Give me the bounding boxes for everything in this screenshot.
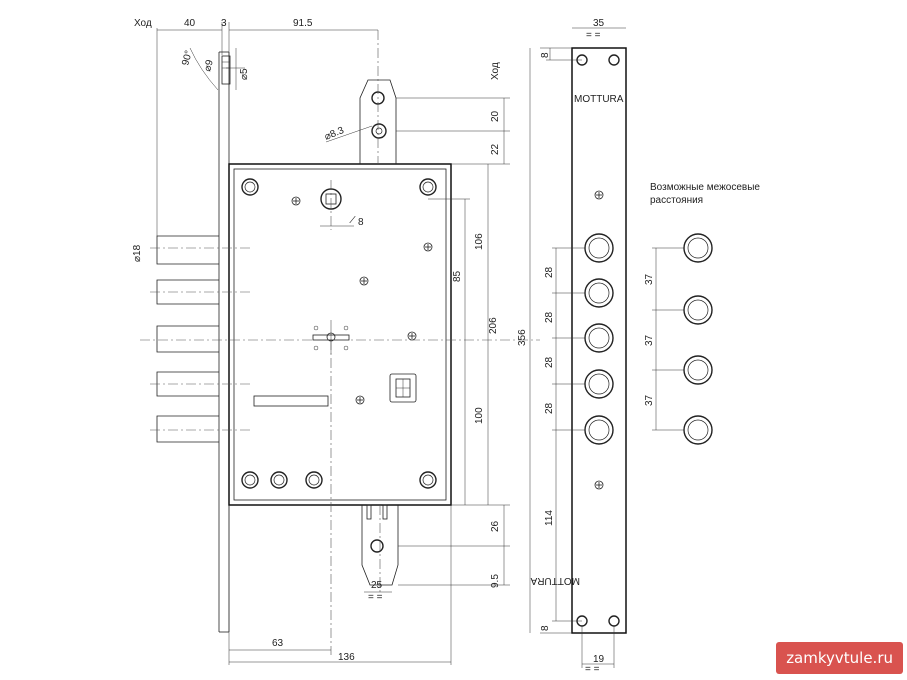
dia-8-3-label: ⌀8.3 — [323, 125, 346, 143]
dim-91-5: 91.5 — [293, 18, 313, 29]
dim-206: 206 — [488, 317, 499, 334]
dim-8-bottom: 8 — [540, 625, 551, 631]
dim-37-a: 37 — [644, 273, 655, 285]
possible-distances: Возможные межосевые расстояния 37 37 37 — [644, 182, 760, 445]
dim-63: 63 — [272, 638, 284, 649]
dim-106: 106 — [474, 233, 485, 250]
dim-85: 85 — [452, 270, 463, 282]
screw-heads — [291, 196, 433, 405]
dim-28-a: 28 — [544, 266, 555, 278]
dim-22: 22 — [490, 143, 501, 155]
svg-text:= =: = = — [586, 30, 601, 41]
dim-9-5: 9.5 — [490, 574, 501, 588]
square-8-label: 8 — [358, 217, 364, 228]
dim-8-top: 8 — [540, 52, 551, 58]
lock-height-dimensions: 20 22 106 85 206 100 26 9.5 Ход 25 = = — [364, 62, 510, 603]
dim-136: 136 — [338, 652, 355, 663]
bolts — [140, 235, 540, 443]
dim-3: 3 — [221, 18, 227, 29]
travel-label-right: Ход — [490, 62, 501, 80]
dim-28-b: 28 — [544, 311, 555, 323]
dim-28-c: 28 — [544, 356, 555, 368]
note-line-2: расстояния — [650, 195, 703, 206]
dim-19: 19 — [593, 654, 605, 665]
dim-37-c: 37 — [644, 394, 655, 406]
dia-9-label: ⌀9 — [202, 58, 216, 72]
travel-label-top: Ход — [134, 18, 152, 29]
dim-28-d: 28 — [544, 402, 555, 414]
dim-356: 356 — [517, 329, 528, 346]
svg-text:∕: ∕ — [349, 215, 356, 226]
dia-5-label: ⌀5 — [239, 68, 250, 80]
bottom-dimensions: 63 136 — [228, 340, 452, 665]
svg-text:= =: = = — [585, 664, 600, 675]
dim-100: 100 — [474, 407, 485, 424]
dim-40: 40 — [184, 18, 196, 29]
brand-bottom: MOTTURA — [530, 575, 580, 586]
top-rod-bracket — [359, 30, 397, 164]
dim-26: 26 — [490, 520, 501, 532]
bottom-rod-bracket — [361, 504, 399, 595]
top-dimensions: Ход 40 3 91.5 90° ⌀9 ⌀5 ⌀8.3 ∕ 8 ⌀18 — [132, 18, 378, 262]
brand-top: MOTTURA — [574, 94, 624, 105]
angle-label: 90° — [180, 49, 195, 66]
dim-37-b: 37 — [644, 334, 655, 346]
dim-35: 35 — [593, 18, 605, 29]
note-line-1: Возможные межосевые — [650, 182, 760, 193]
dim-25: 25 — [371, 580, 383, 591]
site-watermark: zamkyvtule.ru — [776, 642, 903, 674]
strike-plate: 35 = = 356 MOTTURA MOTTURA 8 28 28 28 28… — [517, 18, 627, 675]
svg-text:= =: = = — [368, 592, 383, 603]
dim-20: 20 — [490, 110, 501, 122]
lock-case — [228, 163, 452, 506]
dia-18-label: ⌀18 — [132, 244, 143, 262]
dim-114: 114 — [544, 510, 555, 526]
